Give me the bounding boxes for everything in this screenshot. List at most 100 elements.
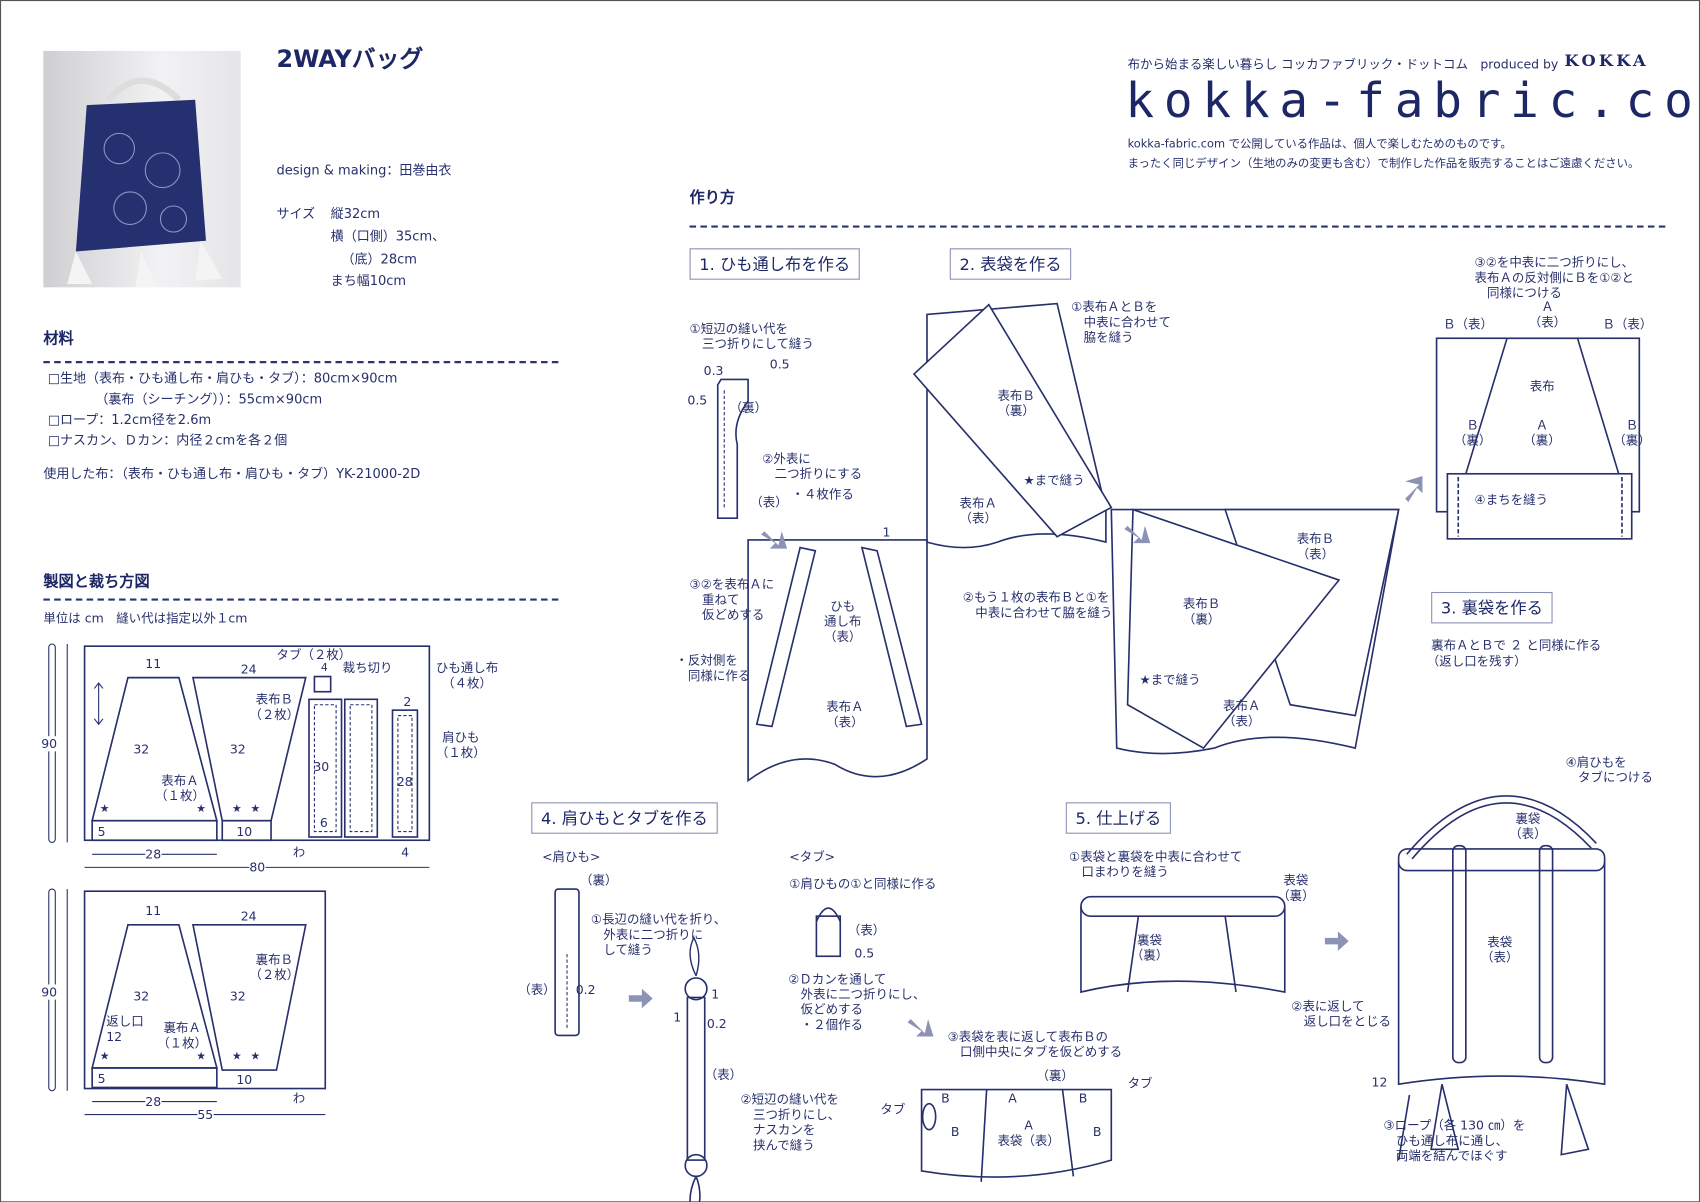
piece-label: 表袋 （裏）	[1277, 872, 1315, 904]
step2-illustration	[912, 302, 1641, 755]
tab-label: タブ	[880, 1101, 906, 1117]
dim-label: 1	[882, 524, 891, 540]
step5-note: ①表袋と裏袋を中表に合わせて 口まわりを縫う	[1069, 848, 1243, 880]
opening-label: 返し口 12	[106, 1013, 144, 1045]
step4-note: ③表袋を表に返して表布Ｂの 口側中央にタブを仮どめする	[947, 1028, 1123, 1060]
step4-note: ①肩ひもの①と同様に作る	[789, 876, 937, 892]
step2-note: ①表布ＡとＢを 中表に合わせて 脇を縫う	[1071, 299, 1171, 345]
cutting-diagram-lining-fabric	[48, 888, 327, 1116]
piece-label: B	[950, 1124, 960, 1140]
piece-label: 裏布Ａ （１枚）	[157, 1020, 208, 1051]
dim-label: 55	[197, 1106, 214, 1123]
step5-note: ②表に返して 返し口をとじる	[1291, 998, 1392, 1029]
cutting-heading: 製図と裁ち方図	[43, 573, 150, 591]
arrow-icon	[761, 531, 788, 549]
notice-line-1: kokka-fabric.com で公開している作品は、個人で楽しむためのもので…	[1127, 137, 1512, 151]
step1-note: ①短辺の縫い代を 三つ折りにして縫う	[689, 320, 814, 352]
step5-note: ③ロープ（各 130 ㎝）を ひも通し布に通し、 両端を結んでほぐす	[1383, 1117, 1526, 1164]
side-label: （表）	[847, 922, 886, 938]
dim-label: 11	[145, 903, 162, 919]
dim-label: 90	[41, 984, 58, 1000]
step4-note: ②Ｄカンを通して 外表に二つ折りにし、 仮どめする ・２個作る	[788, 971, 926, 1033]
arrow-icon	[628, 988, 653, 1009]
size-gusset: まち幅10cm	[330, 273, 407, 289]
arrows	[628, 475, 1423, 1037]
dim-label: 30	[313, 758, 330, 775]
side-label: （表）	[750, 494, 788, 510]
unit-note: 単位は cm 縫い代は指定以外１cm	[43, 610, 248, 626]
note-label: 裁ち切り	[342, 660, 393, 676]
side-label: （表）	[518, 982, 556, 998]
step1-note: ・反対側を 同様に作る	[675, 652, 751, 684]
dim-label: 0.5	[769, 356, 790, 372]
piece-label: 裏袋 （裏）	[1130, 932, 1169, 963]
step5-note: ④肩ひもを タブにつける	[1565, 754, 1653, 785]
material-lining: （裏布（シーチング））：55cm×90cm	[95, 391, 323, 407]
page-title: 2WAYバッグ	[276, 46, 424, 74]
step1-note: ・４枚作る	[791, 486, 854, 502]
dim-label: 0.5	[687, 392, 708, 408]
dim-label: 28	[145, 1093, 162, 1110]
arrow-icon	[907, 1019, 934, 1037]
subheading-strap: <肩ひも>	[542, 848, 601, 865]
step3-title: 3. 裏袋を作る	[1431, 591, 1553, 624]
step2-note: ★まで縫う	[1023, 472, 1085, 488]
piece-label: Ｂ （裏）	[1453, 417, 1492, 448]
piece-label: B	[1078, 1090, 1088, 1106]
subheading-tab: <タブ>	[789, 848, 836, 865]
step3-note: （返し口を残す）	[1426, 653, 1527, 669]
arrow-icon	[1124, 525, 1151, 544]
dim-label: 24	[240, 661, 257, 677]
piece-label: Ｂ （裏）	[1613, 417, 1651, 448]
star-mark: ★	[196, 1050, 206, 1063]
piece-label: ひも通し布 （４枚）	[435, 660, 499, 691]
piece-label: 裏布Ｂ （２枚）	[249, 951, 300, 983]
dim-label: 1	[711, 986, 720, 1002]
star-mark: ★	[250, 1050, 261, 1063]
piece-label: 表布Ａ （表）	[1222, 698, 1261, 729]
piece-label: Ｂ（表）	[1443, 316, 1493, 332]
tab-label: タブ	[1127, 1075, 1153, 1091]
piece-label: B	[1092, 1124, 1102, 1140]
design-credit: design & making：田巻由衣	[276, 162, 452, 178]
star-mark: ★	[99, 1050, 110, 1063]
piece-label: Ａ （表）	[1528, 299, 1567, 330]
dim-label: 32	[133, 741, 150, 757]
piece-label: A	[1008, 1090, 1017, 1106]
dim-label: 6	[319, 815, 328, 831]
step5-title: 5. 仕上げる	[1065, 802, 1172, 834]
star-mark: ★	[232, 803, 242, 816]
step3-note: 裏布ＡとＢで ２ と同様に作る	[1431, 637, 1602, 653]
size-width-bottom: （底）28cm	[341, 251, 417, 267]
dim-label: 0.3	[703, 363, 724, 379]
piece-label: ひも 通し布 （表）	[823, 598, 862, 645]
arrow-icon	[1405, 475, 1423, 502]
dim-label: 80	[249, 859, 266, 875]
step2-note: ②もう１枚の表布Ｂと①を 中表に合わせて脇を縫う	[962, 589, 1113, 621]
piece-label: 表布Ｂ （裏）	[1182, 596, 1221, 627]
dim-label: 90	[41, 736, 58, 752]
notice-line-2: まったく同じデザイン（生地のみの変更も含む）で制作した作品を販売することはご遠慮…	[1127, 157, 1640, 171]
side-label: （裏）	[729, 400, 768, 416]
step4-illustration	[554, 888, 1113, 1202]
piece-label: 表布	[1529, 378, 1555, 394]
side-label: （表）	[704, 1066, 743, 1083]
arrow-icon	[1324, 931, 1349, 951]
material-fabric: □生地（表布・ひも通し布・肩ひも・タブ）：80cm×90cm	[47, 370, 398, 386]
dim-label: 32	[133, 988, 150, 1004]
piece-label: A 表袋（表）	[997, 1117, 1060, 1149]
site-logo[interactable]: kokka-fabric.com	[1125, 73, 1700, 130]
material-hardware: □ナスカン、Ｄカン：内径２cmを各２個	[47, 432, 288, 448]
piece-label: 表袋 （表）	[1481, 934, 1519, 965]
step1-note: ②外表に 二つ折りにする	[762, 451, 863, 482]
step2-note: ④まちを縫う	[1474, 492, 1549, 508]
step2-note: ③②を中表に二つ折りにし、 表布Ａの反対側にＢを①②と 同様につける	[1474, 254, 1635, 301]
piece-label: 表布Ａ （１枚）	[155, 773, 205, 804]
piece-label: Ａ （裏）	[1523, 417, 1561, 448]
dim-label: 4	[320, 662, 328, 675]
dim-label: 1	[673, 1009, 682, 1025]
dim-label: 0.5	[854, 945, 875, 961]
divider	[43, 361, 559, 364]
piece-label: 表布Ｂ （２枚）	[249, 691, 300, 723]
